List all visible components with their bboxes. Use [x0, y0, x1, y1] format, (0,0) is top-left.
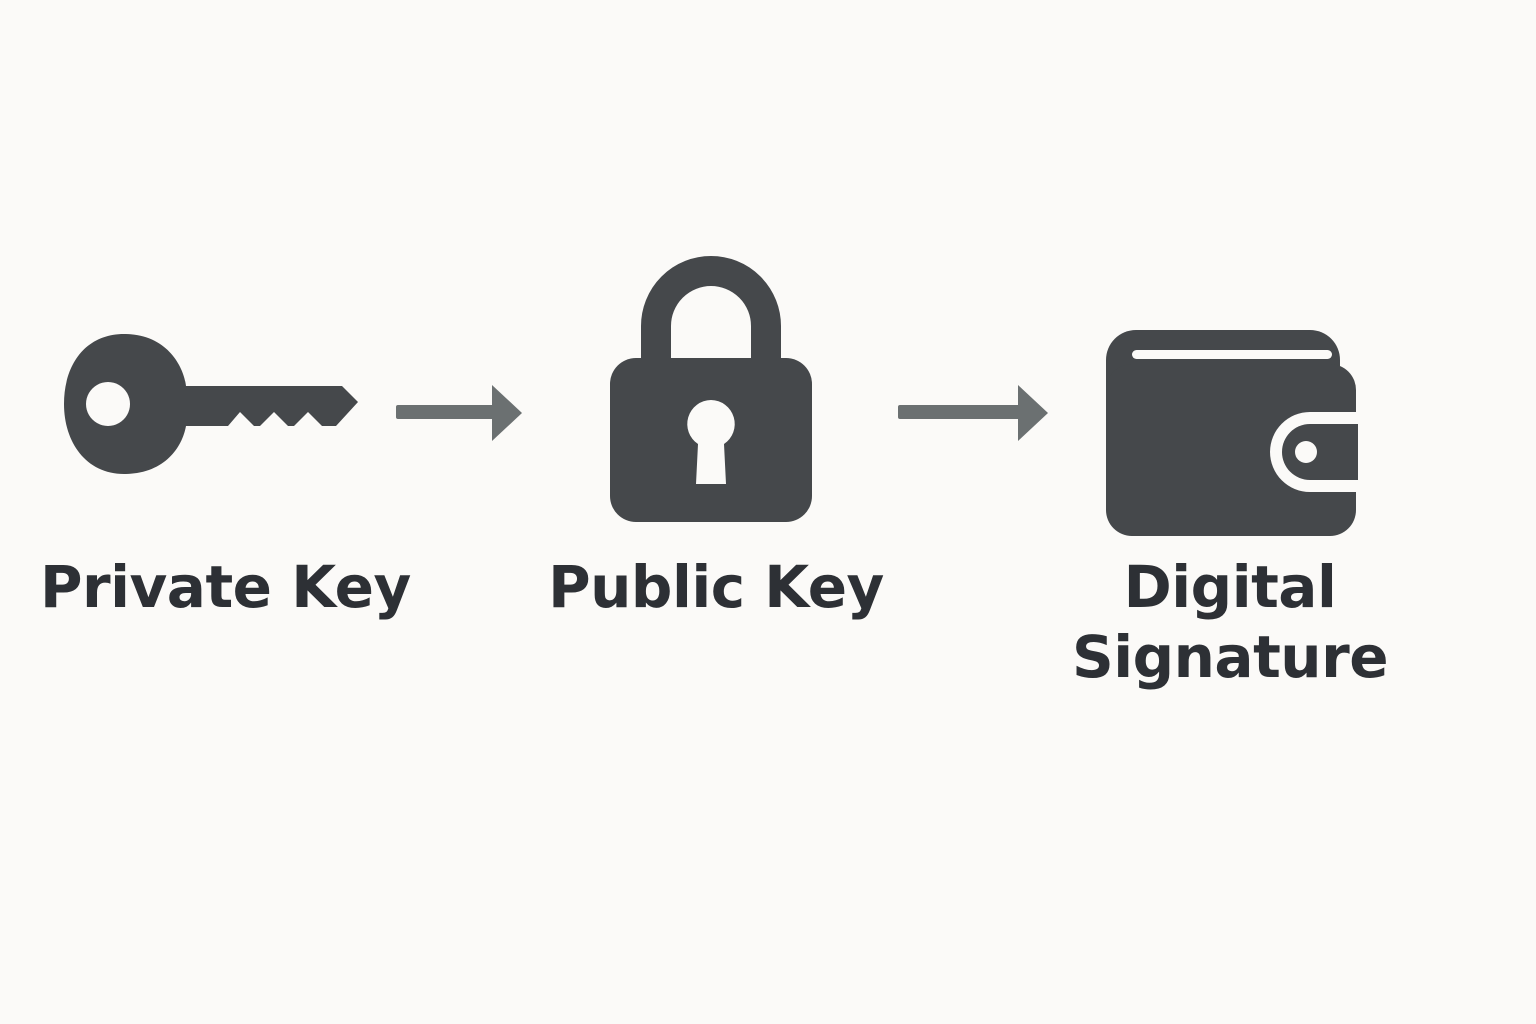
private-key-label: Private Key: [40, 553, 411, 621]
key-icon: [60, 330, 360, 480]
digital-signature-label: Digital Signature: [1071, 553, 1389, 691]
public-key-label: Public Key: [548, 553, 884, 621]
arrow-right-icon: [392, 382, 526, 444]
arrow-right-icon: [894, 382, 1052, 444]
wallet-icon: [1104, 328, 1358, 540]
padlock-icon: [608, 252, 814, 524]
